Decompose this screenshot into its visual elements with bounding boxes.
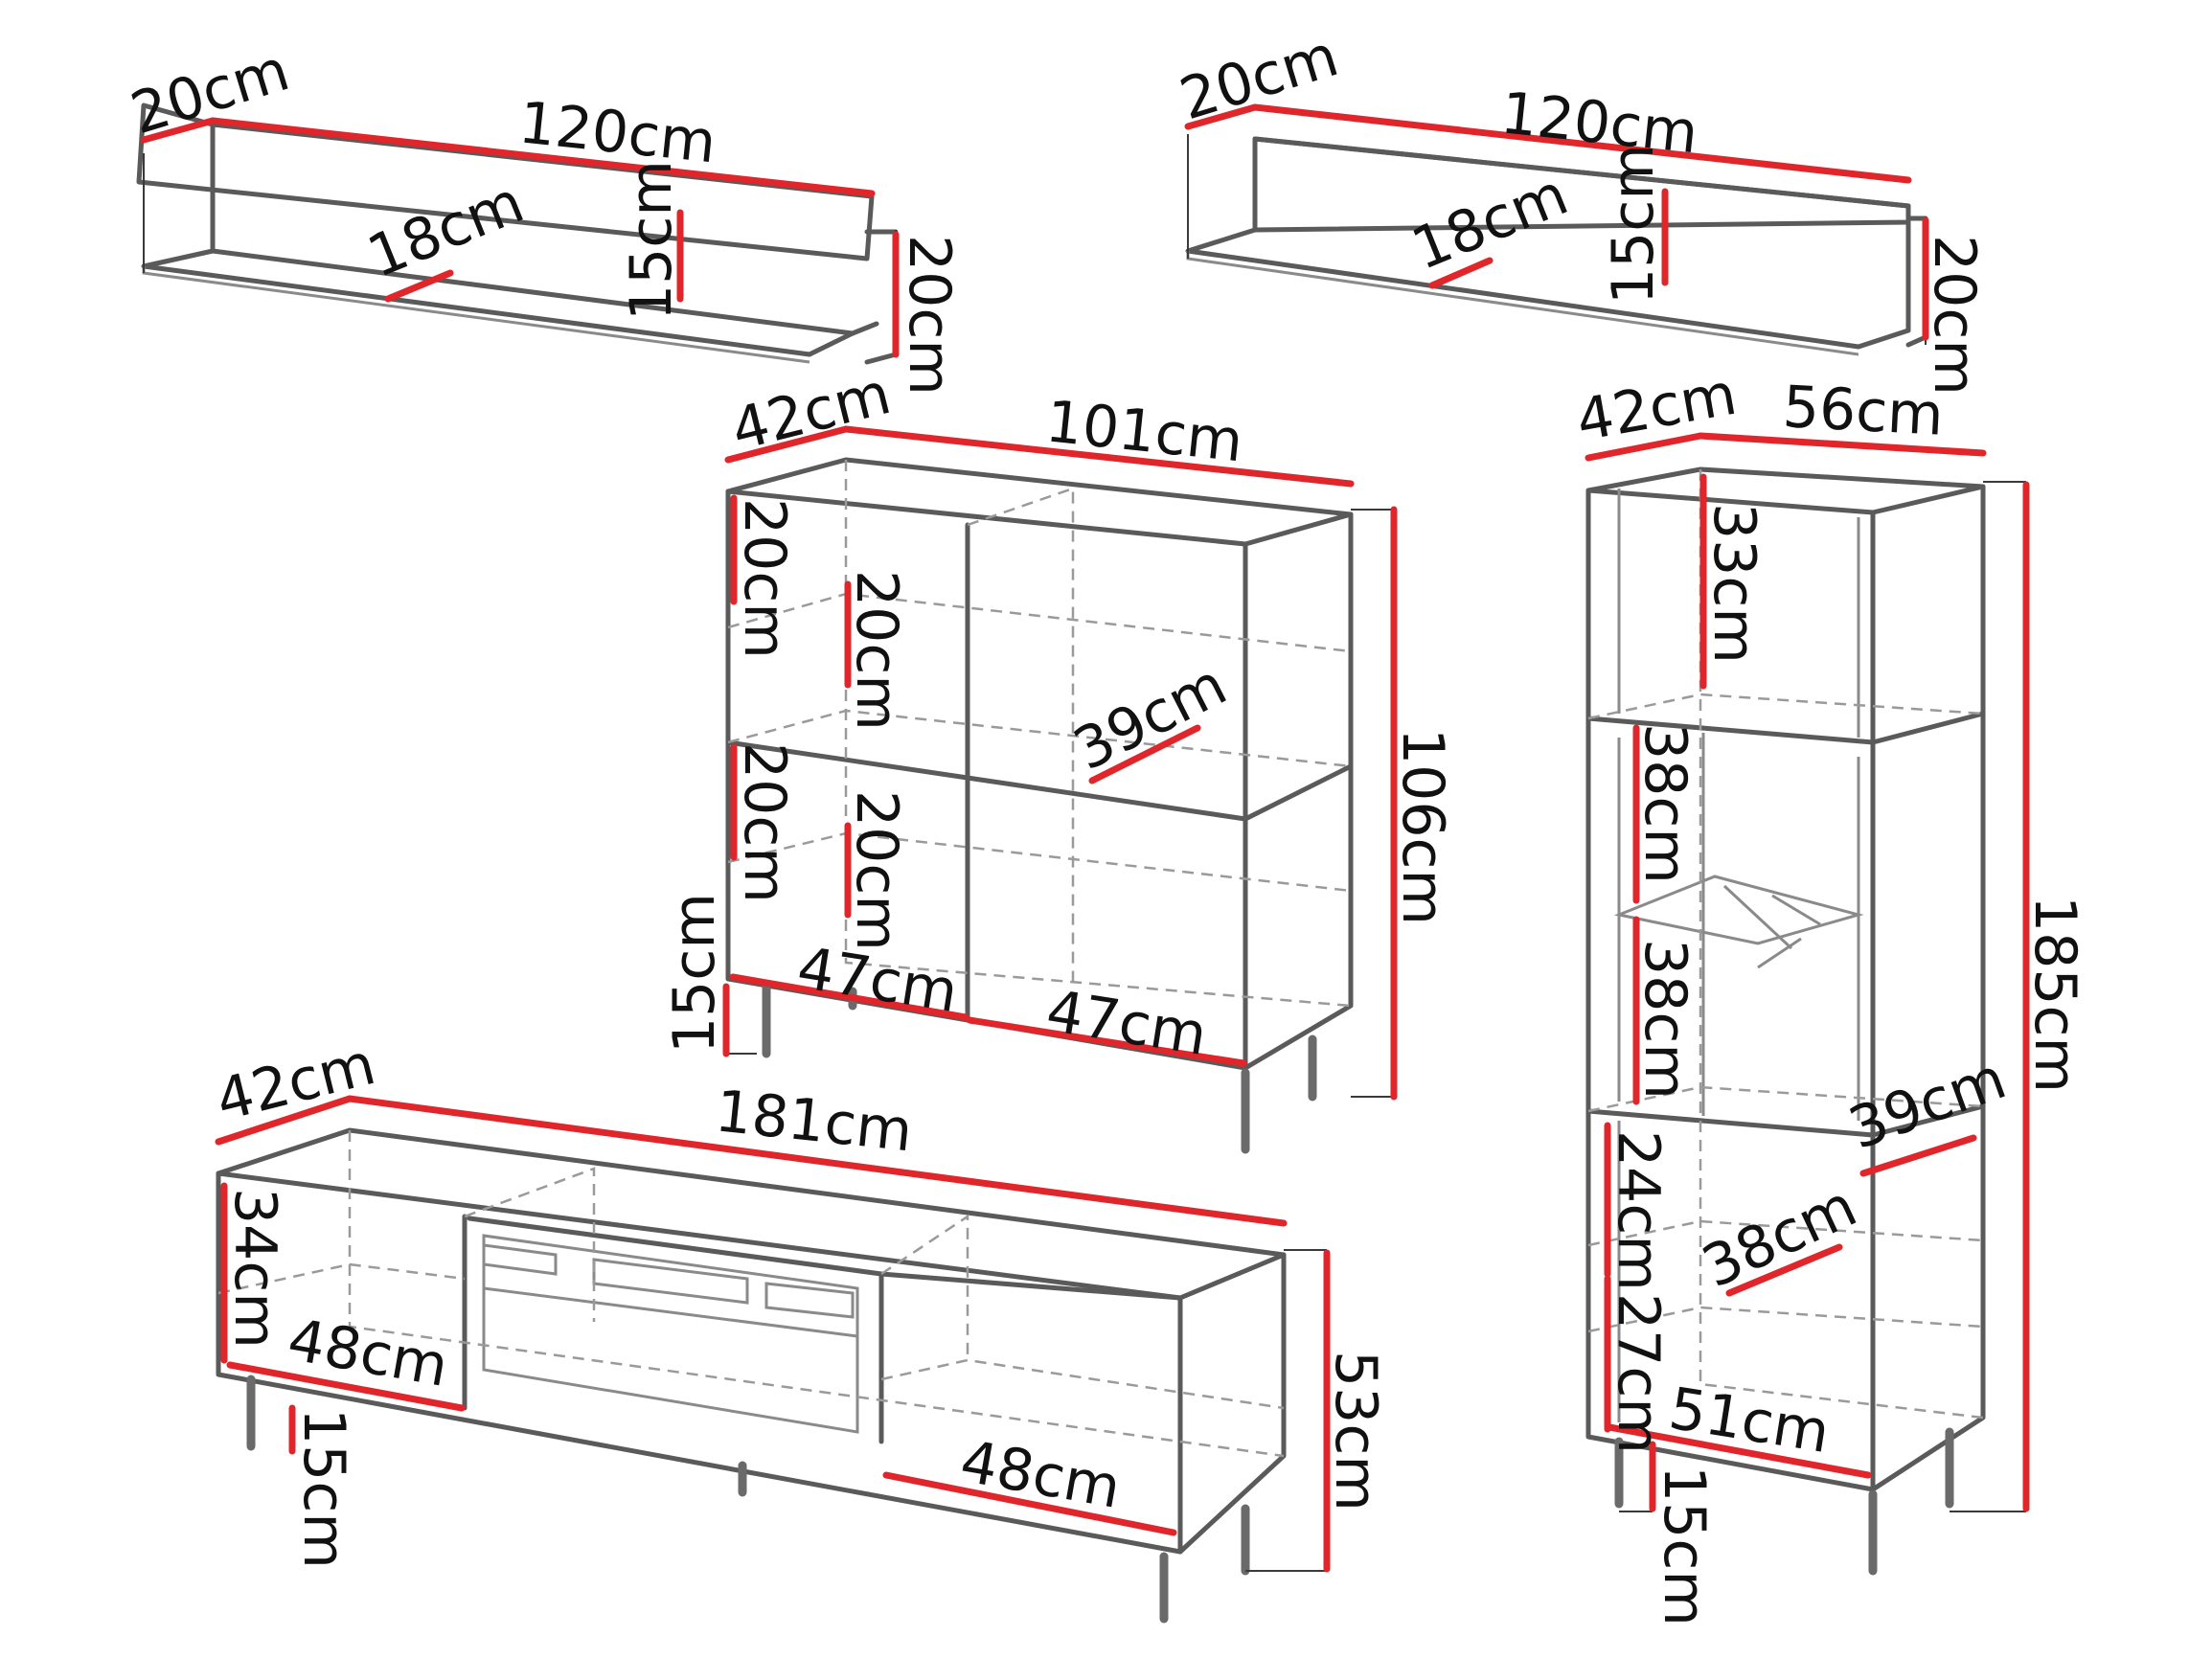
tall-glass-lower-label: 38cm bbox=[1631, 939, 1699, 1100]
cabinet-inner-depth-label: 39cm bbox=[1063, 651, 1237, 784]
cabinet-height-label: 106cm bbox=[1389, 728, 1456, 925]
tv-height-label: 53cm bbox=[1322, 1351, 1389, 1511]
dimension-labels: 20cm 120cm 18cm 15cm 20cm 20cm 120cm 18c… bbox=[124, 22, 2088, 1625]
tall-glass-upper-label: 38cm bbox=[1631, 723, 1699, 884]
shelf2-inner-depth-line bbox=[1428, 257, 1494, 289]
shelf2-height-label: 20cm bbox=[1921, 235, 1988, 396]
cabinet-depth-label: 42cm bbox=[725, 360, 898, 465]
tall-inner-width-label: 51cm bbox=[1665, 1375, 1835, 1466]
tv-depth-line bbox=[215, 1095, 353, 1146]
cabinet-shelf-left-top-label: 20cm bbox=[731, 498, 798, 659]
tall-width-line bbox=[1697, 432, 1987, 457]
tv-compartment-right-label: 48cm bbox=[955, 1428, 1125, 1522]
cabinet-depth-line bbox=[724, 425, 850, 464]
tv-side-height-label: 34cm bbox=[221, 1188, 288, 1349]
shelf1-height-label: 20cm bbox=[896, 235, 963, 396]
tall-height-label: 185cm bbox=[2021, 896, 2088, 1093]
cabinet-width-line bbox=[842, 425, 1355, 488]
tall-shelf-lower-label: 27cm bbox=[1605, 1293, 1672, 1454]
shelf1-inner-height-label: 15cm bbox=[618, 160, 685, 321]
cabinet-leg-label: 15cm bbox=[661, 893, 728, 1054]
cabinet-compartment-left-label: 47cm bbox=[793, 935, 963, 1026]
tall-cabinet bbox=[1585, 432, 2030, 1576]
tall-top-compartment-label: 33cm bbox=[1700, 503, 1767, 664]
tv-width-line bbox=[346, 1095, 1288, 1227]
tall-shelf-depth-line bbox=[1725, 1243, 1843, 1297]
tall-inner-depth-line bbox=[1859, 1134, 1977, 1177]
tv-compartment-right-line bbox=[882, 1471, 1177, 1536]
cabinet-shelf-mid-top-label: 20cm bbox=[843, 570, 910, 731]
cabinet-compartment-left-line bbox=[729, 973, 969, 1021]
tall-shelf-upper-label: 24cm bbox=[1605, 1130, 1672, 1291]
tv-stand bbox=[215, 1095, 1331, 1624]
shelf1-inner-depth-line bbox=[384, 269, 454, 303]
tall-depth-label: 42cm bbox=[1571, 361, 1741, 455]
tall-inner-width-line bbox=[1606, 1423, 1872, 1479]
shelf1-depth-line bbox=[140, 117, 217, 144]
tall-width-label: 56cm bbox=[1781, 374, 1945, 449]
cabinet-inner-depth-line bbox=[1088, 724, 1201, 784]
wall-shelf-right bbox=[1184, 103, 1929, 356]
cabinet-shelf-left-bottom-label: 20cm bbox=[731, 742, 798, 903]
tall-depth-line bbox=[1585, 432, 1704, 462]
tv-compartment-left-line bbox=[226, 1361, 466, 1412]
cabinet-shelf-mid-bottom-label: 20cm bbox=[843, 790, 910, 951]
tv-compartment-left-label: 48cm bbox=[283, 1307, 452, 1400]
tall-inner-depth-label: 39cm bbox=[1840, 1045, 2015, 1163]
cabinet-width-label: 101cm bbox=[1042, 388, 1245, 475]
shelf1-width-line bbox=[209, 117, 876, 197]
tall-leg-label: 15cm bbox=[1651, 1466, 1718, 1626]
shelf2-inner-height-label: 15cm bbox=[1600, 144, 1667, 305]
wall-shelf-left bbox=[136, 102, 900, 365]
tv-leg-label: 15cm bbox=[290, 1408, 357, 1569]
cabinet-compartment-right-line bbox=[966, 1016, 1247, 1067]
display-cabinet bbox=[722, 425, 1398, 1154]
shelf2-depth-line bbox=[1184, 103, 1259, 130]
shelf2-width-line bbox=[1251, 103, 1912, 184]
tall-shelf-depth-label: 38cm bbox=[1693, 1172, 1867, 1301]
shelf2-inner-depth-label: 18cm bbox=[1402, 161, 1577, 284]
